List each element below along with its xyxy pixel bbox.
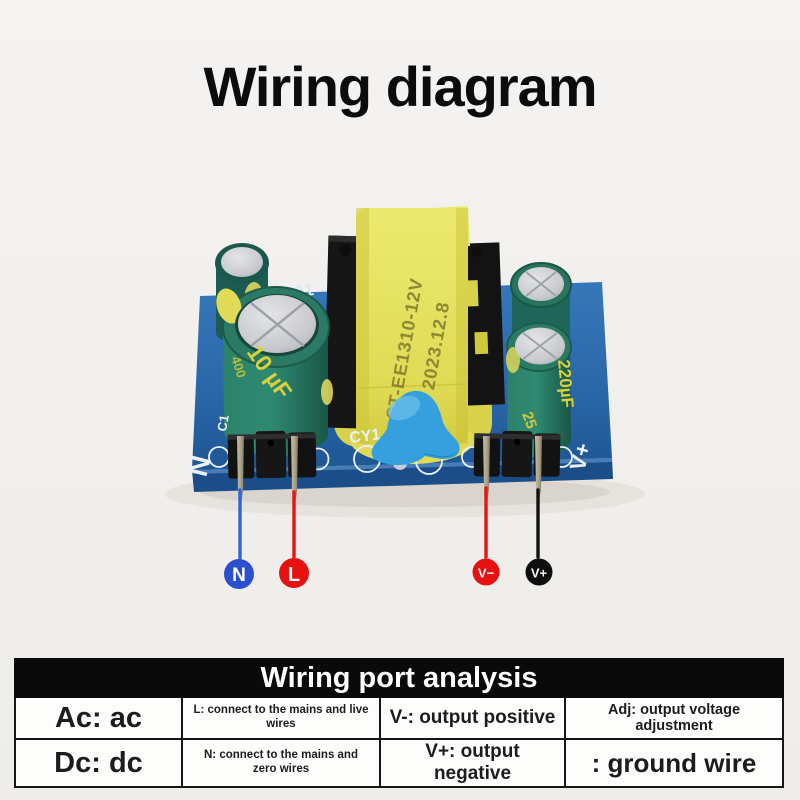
wire-marker-vplus-label: V+ [531,566,548,581]
capacitor-large-input: 400 10 µF [216,286,333,456]
capacitor-output-front: 220µF 25 [506,322,577,458]
table-body: Ac: ac L: connect to the mains and live … [14,698,784,788]
capacitor-output-voltage-text: 25 [518,410,540,431]
cell-vplus-desc: V+: output negative [381,740,566,786]
table-header: Wiring port analysis [14,658,784,698]
wire-markers: N L V− V+ [224,558,553,589]
cell-l-desc: L: connect to the mains and live wires [183,698,381,740]
y-capacitor-blob [371,390,460,466]
wire-marker-n-label: N [232,565,246,586]
capacitor-input-voltage-text: 400 [228,354,249,379]
wire-marker-n: N [224,559,254,589]
cell-n-desc: N: connect to the mains and zero wires [183,740,381,786]
wire-marker-l-label: L [288,564,300,586]
cell-ground-desc: : ground wire [591,747,757,778]
capacitor-output-label-text: 220µF [554,359,577,409]
wire-marker-vplus: V+ [525,558,553,586]
cell-dc: Dc: dc [16,740,183,786]
cell-l-desc-text: L: connect to the mains and live wires [193,704,369,730]
wire-marker-l: L [279,558,309,588]
silkscreen-cy1-text: CY1 [348,426,381,447]
cell-adj-desc: Adj: output voltage adjustment [566,698,782,740]
wire-marker-vminus-label: V− [478,566,495,581]
silkscreen-c1-text: C1 [214,414,232,433]
page-title: Wiring diagram [203,55,597,118]
cell-ac: Ac: ac [16,698,183,740]
wire-lines [238,486,540,560]
wire-marker-vminus: V− [472,558,500,586]
wiring-port-table: Wiring port analysis Ac: ac L: connect t… [14,658,784,788]
cell-vminus-desc: V-: output positive [381,698,566,740]
cell-n-desc-text: N: connect to the mains and zero wires [204,749,358,775]
